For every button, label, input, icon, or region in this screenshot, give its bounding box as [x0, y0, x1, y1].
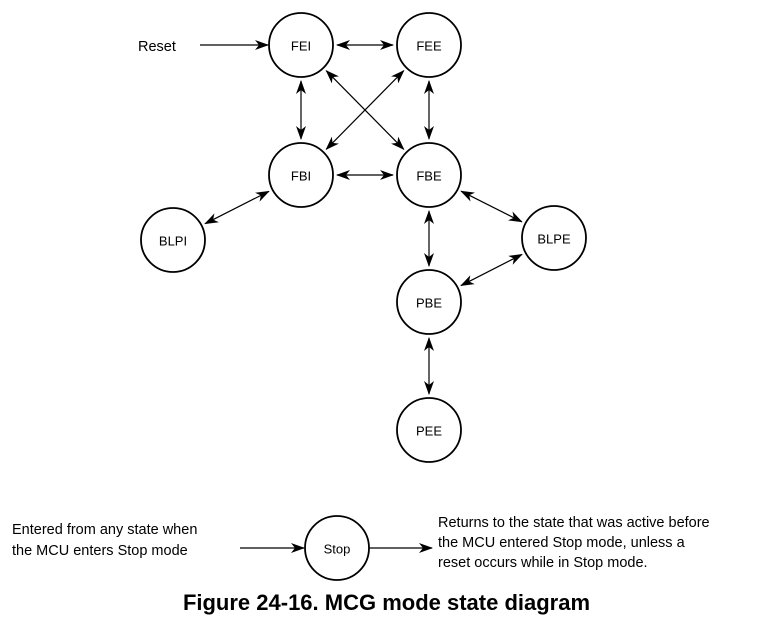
- state-circle: [521, 205, 587, 271]
- stop-exit-line: the MCU entered Stop mode, unless a: [438, 535, 686, 551]
- state-label: FBE: [416, 169, 442, 184]
- state-node-blpe: BLPE: [521, 205, 587, 271]
- stop-entry-line: Entered from any state when: [12, 522, 197, 538]
- stop-exit-text: Returns to the state that was active bef…: [438, 515, 710, 571]
- state-node-fbi: FBI: [268, 142, 334, 208]
- state-label: PBE: [416, 296, 442, 311]
- state-node-fee: FEE: [396, 12, 462, 78]
- state-node-pee: PEE: [396, 397, 462, 463]
- edge-fbe-blpe: [460, 190, 523, 223]
- state-label: PEE: [416, 424, 442, 439]
- state-label: BLPE: [537, 232, 571, 247]
- state-circle: [396, 397, 462, 463]
- reset-label: Reset: [138, 39, 176, 55]
- stop-exit-line: reset occurs while in Stop mode.: [438, 555, 648, 571]
- state-label: FBI: [291, 169, 311, 184]
- state-node-blpi: BLPI: [140, 207, 206, 273]
- state-node-fbe: FBE: [396, 142, 462, 208]
- state-node-stop: Stop: [304, 515, 370, 581]
- state-label: FEE: [416, 39, 442, 54]
- state-circle: [304, 515, 370, 581]
- state-node-fei: FEI: [268, 12, 334, 78]
- edge-fee-fbi: [325, 69, 405, 151]
- state-circle: [396, 269, 462, 335]
- state-circle: [396, 12, 462, 78]
- state-label: Stop: [324, 542, 351, 557]
- state-circle: [268, 142, 334, 208]
- figure-caption: Figure 24-16. MCG mode state diagram: [182, 590, 591, 615]
- state-circle: [396, 142, 462, 208]
- edge-fbi-blpi: [204, 190, 270, 225]
- edges: [200, 40, 523, 553]
- stop-entry-line: the MCU enters Stop mode: [12, 543, 188, 559]
- edge-blpe-pbe: [460, 253, 523, 287]
- state-node-pbe: PBE: [396, 269, 462, 335]
- state-circle: [268, 12, 334, 78]
- state-circle: [140, 207, 206, 273]
- stop-exit-line: Returns to the state that was active bef…: [438, 515, 710, 531]
- stop-entry-text: Entered from any state when the MCU ente…: [12, 522, 197, 559]
- nodes: FEI FEE FBI FBE BLPI BLPE PBE PEE Stop: [140, 12, 587, 581]
- state-label: BLPI: [159, 234, 187, 249]
- state-label: FEI: [291, 39, 311, 54]
